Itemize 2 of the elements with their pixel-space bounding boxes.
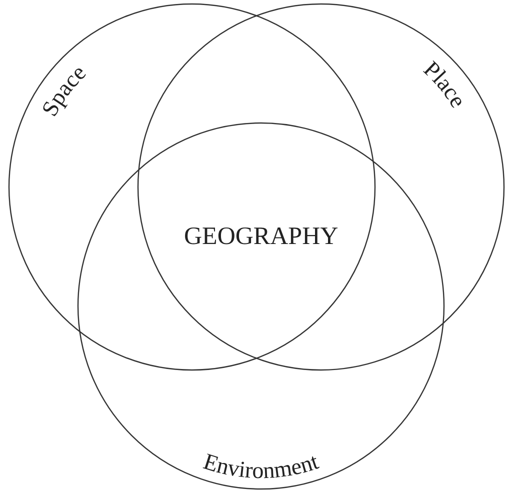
set-label: Environment — [200, 448, 322, 484]
center-label: GEOGRAPHY — [184, 223, 338, 251]
